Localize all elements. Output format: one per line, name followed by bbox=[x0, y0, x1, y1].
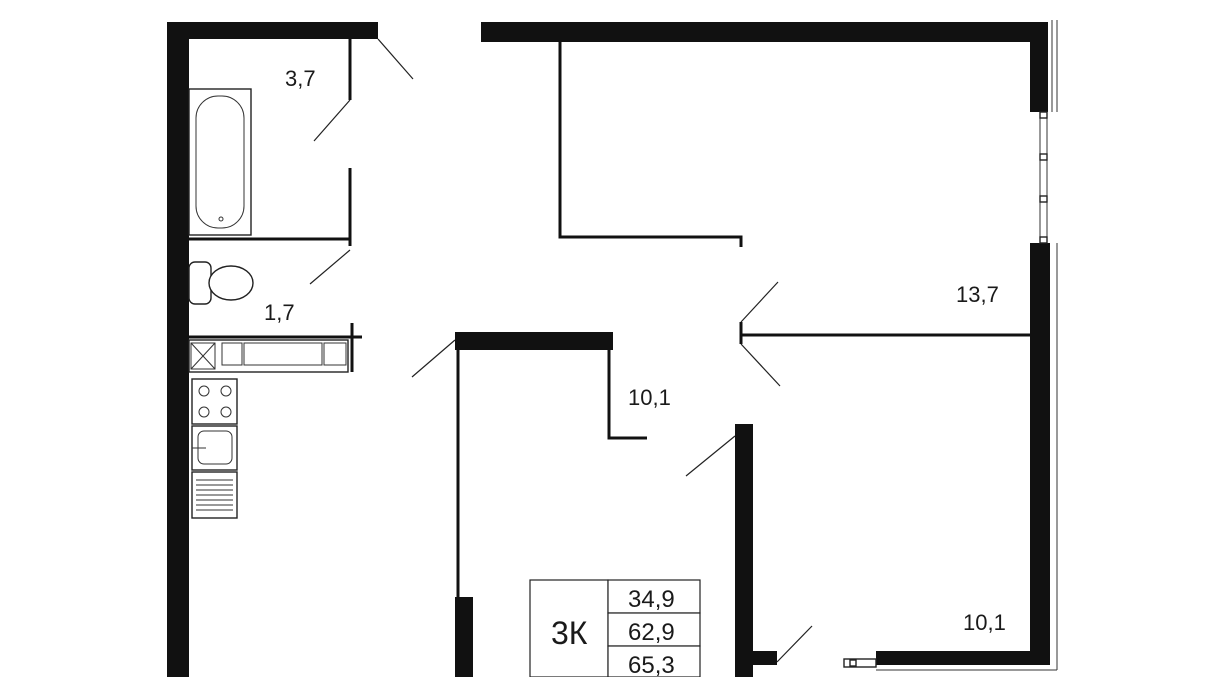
burner-1 bbox=[198, 385, 210, 397]
right-wall-lower bbox=[1030, 243, 1050, 665]
burner-2 bbox=[220, 385, 232, 397]
center-room-door bbox=[411, 339, 456, 378]
window-mullion-2 bbox=[1039, 153, 1048, 161]
top-wall bbox=[481, 22, 1048, 42]
bathtub-basin bbox=[195, 95, 245, 229]
column-stub bbox=[753, 651, 777, 665]
center-room-top-wall bbox=[455, 332, 613, 350]
center-right-column bbox=[735, 424, 753, 677]
bottom-window-mullion bbox=[849, 659, 857, 667]
bottom-right-room-area-label: 10,1 bbox=[963, 610, 1006, 635]
left-outer-wall bbox=[167, 22, 189, 677]
bottom-right-wall bbox=[876, 651, 1048, 665]
top-right-room-door bbox=[740, 281, 779, 323]
windows bbox=[843, 20, 1058, 671]
area-summary-table: 3К 34,9 62,9 65,3 bbox=[529, 579, 701, 677]
toilet-tank bbox=[188, 261, 212, 305]
summary-row-3 bbox=[607, 645, 701, 677]
counter-unit bbox=[243, 342, 323, 366]
washing-machine-x2 bbox=[190, 342, 216, 370]
bathtub bbox=[188, 88, 252, 236]
total-area-balcony-value: 65,3 bbox=[628, 652, 675, 677]
center-room-right-wall bbox=[607, 350, 647, 440]
toilet-area-label: 1,7 bbox=[264, 300, 295, 325]
living-area-value: 34,9 bbox=[628, 586, 675, 613]
corridor-door bbox=[685, 435, 736, 477]
washing-machine bbox=[190, 342, 216, 370]
entrance-door bbox=[377, 38, 414, 80]
burner-4 bbox=[220, 406, 232, 418]
summary-row-1 bbox=[607, 579, 701, 614]
exterior-walls bbox=[167, 22, 1050, 677]
total-area-value: 62,9 bbox=[628, 619, 675, 646]
fixtures bbox=[188, 88, 349, 519]
window-mullion-1 bbox=[1039, 111, 1048, 119]
apartment-type: 3К bbox=[551, 615, 588, 651]
toilet-bowl bbox=[208, 265, 254, 301]
balcony-door bbox=[776, 625, 813, 663]
top-left-wall bbox=[167, 22, 378, 39]
sink-unit bbox=[221, 342, 243, 366]
bathroom-door bbox=[313, 99, 351, 142]
bottom-window bbox=[843, 658, 877, 668]
top-right-room-area-label: 13,7 bbox=[956, 282, 999, 307]
window-mullion-4 bbox=[1039, 236, 1048, 244]
center-room-left-wall-low bbox=[455, 597, 473, 677]
room-labels: 3,7 1,7 10,1 13,7 10,1 bbox=[264, 66, 1006, 635]
top-room-partition bbox=[558, 42, 743, 247]
doors bbox=[309, 38, 813, 663]
partition-walls bbox=[189, 39, 1030, 597]
toilet-door bbox=[309, 249, 351, 285]
bathroom-area-label: 3,7 bbox=[285, 66, 316, 91]
counter-unit-2 bbox=[323, 342, 347, 366]
bottom-right-room-door bbox=[740, 343, 781, 387]
burner-3 bbox=[198, 406, 210, 418]
right-wall-upper bbox=[1030, 22, 1048, 112]
stove bbox=[191, 378, 238, 425]
window-mullion-3 bbox=[1039, 195, 1048, 203]
center-room-area-label: 10,1 bbox=[628, 385, 671, 410]
bathtub-drain bbox=[218, 216, 224, 222]
kitchen-cabinet-grille bbox=[196, 479, 233, 511]
